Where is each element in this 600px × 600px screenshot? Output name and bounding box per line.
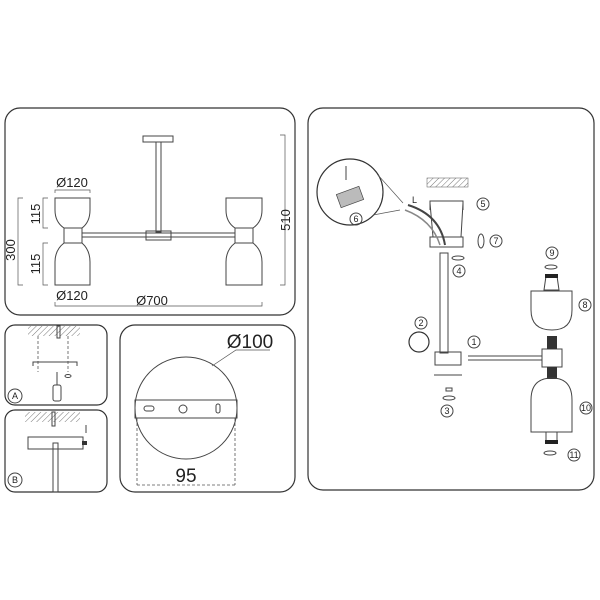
step-10: 10 xyxy=(581,403,591,413)
step-2: 2 xyxy=(418,318,423,328)
canopy-detail-panel: Ø100 95 xyxy=(119,324,296,493)
rod xyxy=(155,141,162,233)
step-5: 5 xyxy=(480,199,485,209)
step-7: 7 xyxy=(493,236,498,246)
step-b-label: B xyxy=(12,475,18,485)
top-shade-diameter-label: Ø120 xyxy=(56,175,88,190)
height-total-label: 510 xyxy=(278,209,293,231)
step-4: 4 xyxy=(456,266,461,276)
rod xyxy=(439,252,449,354)
center-hub xyxy=(145,230,172,241)
step-9: 9 xyxy=(549,248,554,258)
step-11: 11 xyxy=(569,450,578,460)
canopy xyxy=(429,236,464,248)
lower-shade-height-label: 115 xyxy=(28,254,43,275)
step-8: 8 xyxy=(582,300,587,310)
screwdriver-icon xyxy=(52,372,62,402)
step-a-label: A xyxy=(12,391,18,401)
step-numbers: 1 2 3 4 5 6 7 8 9 10 11 xyxy=(349,197,593,462)
width-label: Ø700 xyxy=(136,293,168,308)
step-6: 6 xyxy=(353,214,358,224)
step-1: 1 xyxy=(471,337,476,347)
wire-label: L xyxy=(412,195,417,205)
junction-box xyxy=(434,351,462,366)
height-shades-label: 300 xyxy=(3,239,18,261)
upper-shade-height-label: 115 xyxy=(28,204,43,225)
canopy-diameter-label: Ø100 xyxy=(227,332,273,353)
mounting-bracket xyxy=(134,399,238,419)
step-3: 3 xyxy=(444,406,449,416)
mounting-step-b-panel: B xyxy=(4,409,108,493)
bottom-shade-diameter-label: Ø120 xyxy=(56,288,88,303)
left-lamp xyxy=(54,197,91,286)
right-lamp xyxy=(225,197,263,286)
lower-shade xyxy=(530,377,573,433)
mounting-step-a-panel: A xyxy=(4,324,108,406)
bracket-width-label: 95 xyxy=(175,466,196,487)
dimensions-panel: 510 300 115 115 Ø120 Ø120 Ø700 xyxy=(3,107,296,316)
assembly-panel: L 1 2 3 4 5 6 7 8 xyxy=(307,107,595,491)
upper-shade xyxy=(530,290,573,331)
